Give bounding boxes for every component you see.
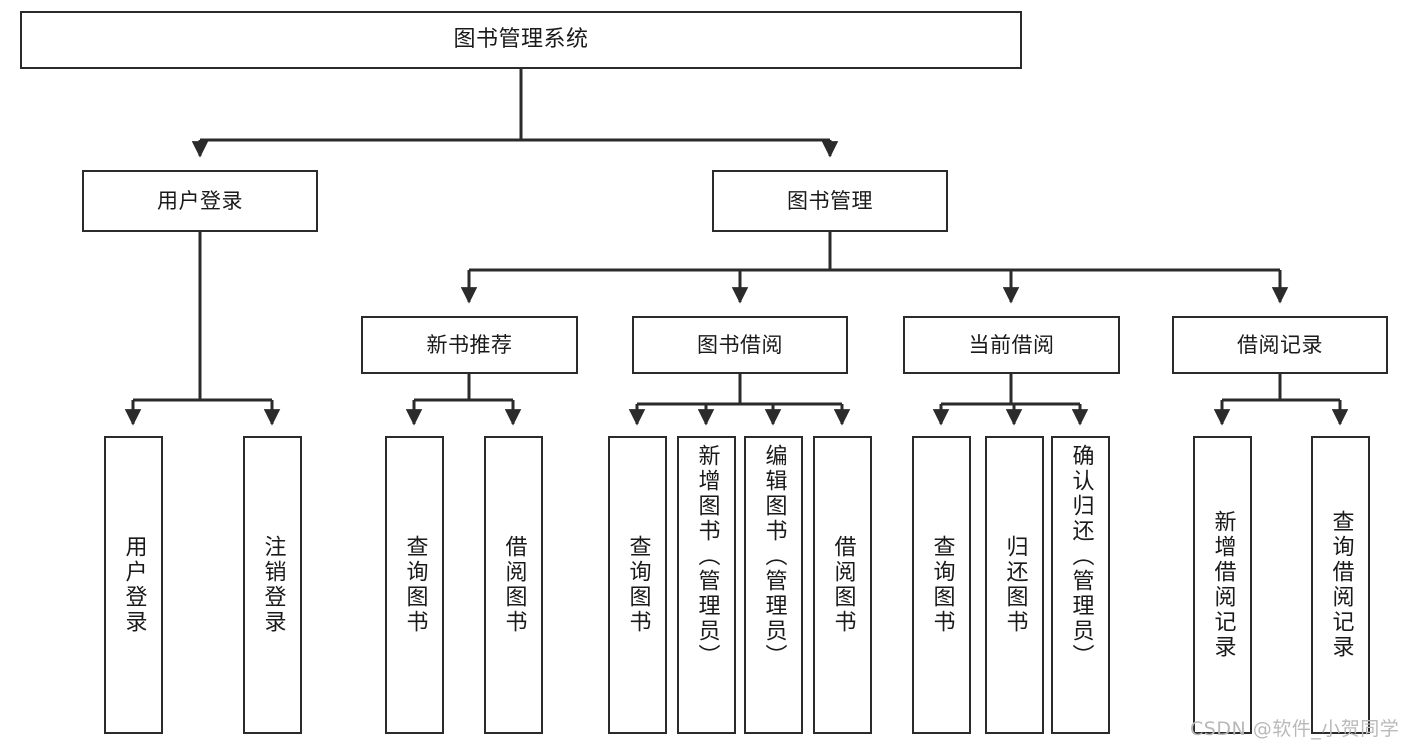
node-borrow-record[interactable]: 借阅记录 [1172, 316, 1388, 374]
node-cb-confirm-return-label: 确认归还（管理员） [1068, 444, 1094, 669]
node-bb-query-book-label: 查询图书 [625, 535, 651, 635]
node-nb-query-book[interactable]: 查询图书 [385, 436, 444, 734]
node-bb-borrow-book[interactable]: 借阅图书 [813, 436, 872, 734]
node-cb-return-book[interactable]: 归还图书 [985, 436, 1044, 734]
node-user-login[interactable]: 用户登录 [82, 170, 318, 232]
node-borrow-record-label: 借阅记录 [1237, 332, 1323, 357]
node-bb-borrow-book-label: 借阅图书 [830, 535, 856, 635]
node-new-book-recommend-label: 新书推荐 [426, 332, 513, 357]
node-bb-add-book[interactable]: 新增图书（管理员） [677, 436, 736, 734]
node-root[interactable]: 图书管理系统 [20, 11, 1022, 69]
node-leaf-logout-label: 注销登录 [260, 535, 286, 635]
node-bb-edit-book[interactable]: 编辑图书（管理员） [744, 436, 803, 734]
node-br-query-record[interactable]: 查询借阅记录 [1311, 436, 1370, 734]
node-cb-confirm-return[interactable]: 确认归还（管理员） [1051, 436, 1110, 734]
node-root-label: 图书管理系统 [453, 27, 589, 53]
node-br-add-record[interactable]: 新增借阅记录 [1193, 436, 1252, 734]
node-bb-add-book-label: 新增图书（管理员） [694, 444, 720, 669]
node-book-management[interactable]: 图书管理 [712, 170, 948, 232]
node-book-borrow[interactable]: 图书借阅 [632, 316, 848, 374]
node-current-borrow-label: 当前借阅 [968, 332, 1055, 357]
node-cb-query-book[interactable]: 查询图书 [912, 436, 971, 734]
node-new-book-recommend[interactable]: 新书推荐 [361, 316, 578, 374]
node-book-borrow-label: 图书借阅 [697, 332, 783, 357]
node-current-borrow[interactable]: 当前借阅 [903, 316, 1120, 374]
node-leaf-user-login-label: 用户登录 [121, 535, 147, 635]
node-leaf-user-login[interactable]: 用户登录 [104, 436, 163, 734]
node-bb-query-book[interactable]: 查询图书 [608, 436, 667, 734]
node-leaf-logout[interactable]: 注销登录 [243, 436, 302, 734]
node-br-add-record-label: 新增借阅记录 [1210, 510, 1236, 660]
node-cb-query-book-label: 查询图书 [929, 535, 955, 635]
node-nb-borrow-book-label: 借阅图书 [501, 535, 527, 635]
node-cb-return-book-label: 归还图书 [1002, 535, 1028, 635]
node-nb-borrow-book[interactable]: 借阅图书 [484, 436, 543, 734]
node-br-query-record-label: 查询借阅记录 [1328, 510, 1354, 660]
node-user-login-label: 用户登录 [157, 188, 243, 213]
watermark-text: CSDN @软件_小贺同学 [1190, 718, 1400, 740]
node-book-management-label: 图书管理 [787, 188, 873, 213]
node-nb-query-book-label: 查询图书 [402, 535, 428, 635]
node-bb-edit-book-label: 编辑图书（管理员） [761, 444, 787, 669]
